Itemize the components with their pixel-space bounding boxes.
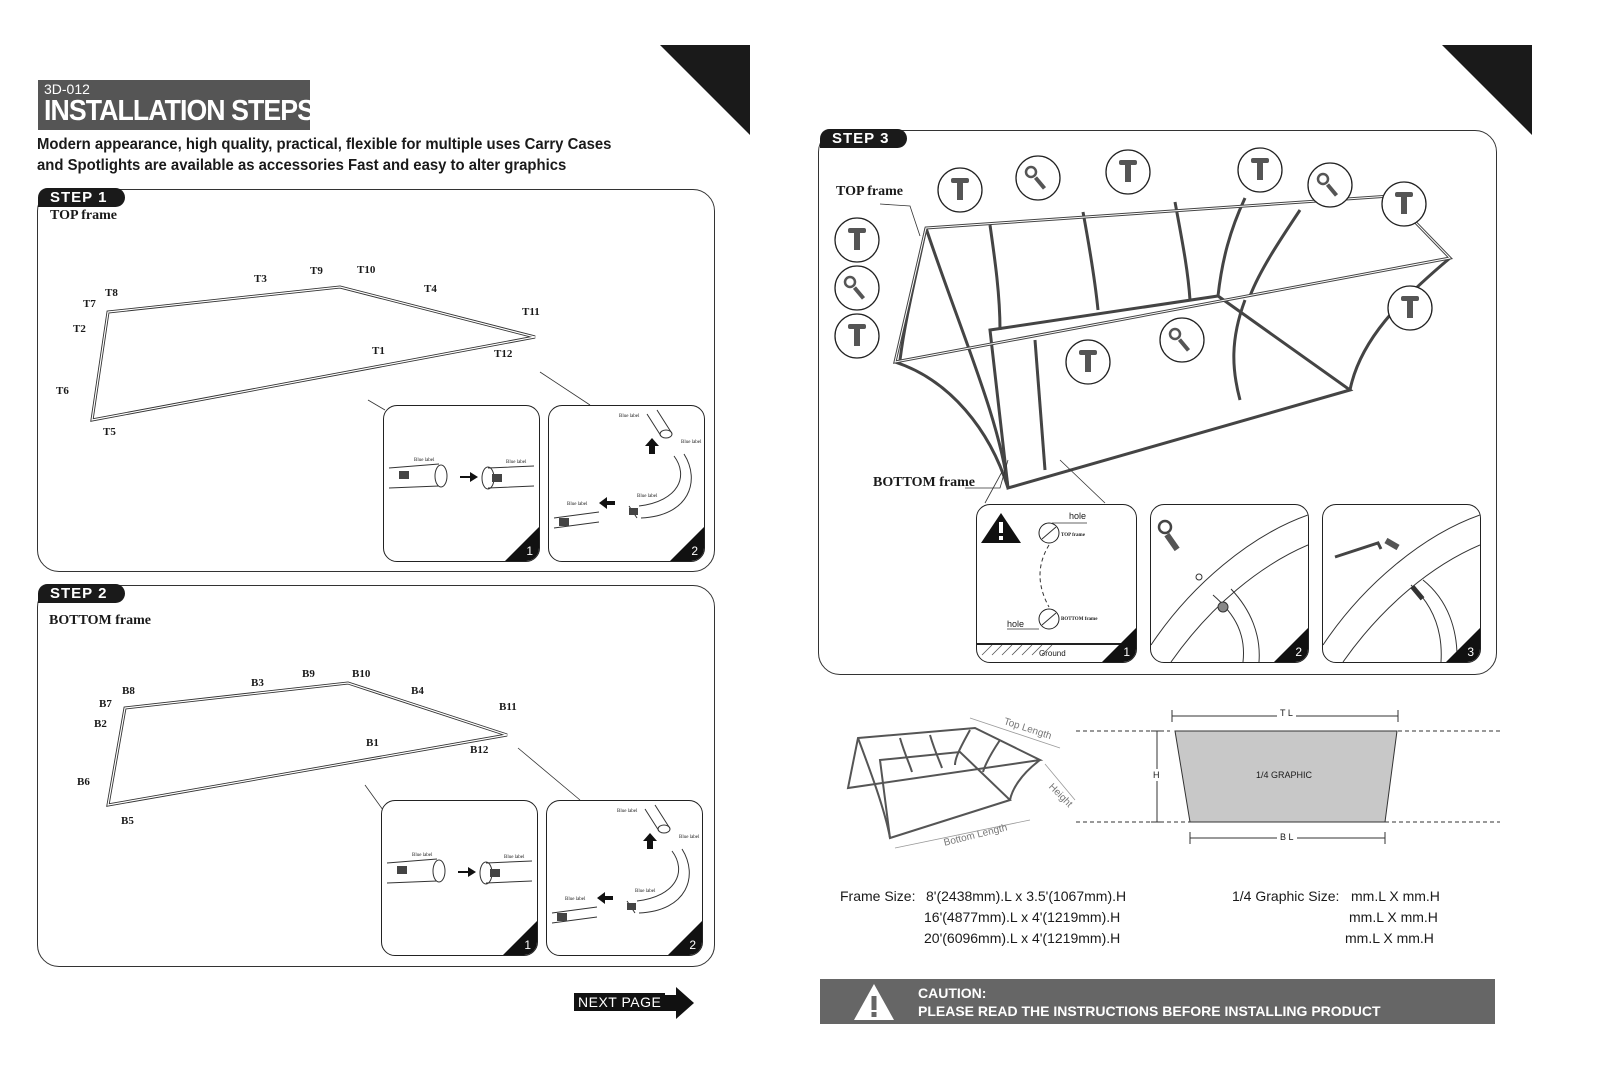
detail-number: 3 [1467, 645, 1474, 659]
step1-tag: STEP 1 [38, 188, 126, 207]
blue-label-text: Blue label [637, 494, 658, 499]
step3-bottom-label: BOTTOM frame [873, 475, 976, 490]
h-label: H [1153, 769, 1160, 781]
step2-tag: STEP 2 [38, 584, 126, 603]
description-line-2: and Spotlights are available as accessor… [37, 157, 567, 174]
hole-label-top: hole [1069, 511, 1087, 521]
blue-label-text: Blue label [619, 414, 640, 419]
part-label-t7: T7 [83, 298, 96, 310]
detail-number-badge [503, 921, 537, 955]
next-page-label: NEXT PAGE [574, 993, 666, 1011]
part-label-t8: T8 [105, 287, 118, 299]
detail-number-badge [1274, 628, 1308, 662]
step1-detail-2: Blue label Blue label Blue label Blue la… [548, 405, 705, 562]
graphic-size-row: mm.L X mm.H [1351, 888, 1440, 904]
graphic-label: 1/4 GRAPHIC [1256, 770, 1313, 780]
part-label-b2: B2 [94, 718, 107, 730]
part-label-t12: T12 [494, 348, 513, 360]
bl-label: B L [1277, 832, 1297, 842]
part-label-t5: T5 [103, 426, 116, 438]
part-label-b7: B7 [99, 698, 112, 710]
part-label-b12: B12 [470, 744, 489, 756]
frame-size-row: 20'(6096mm).L x 4'(1219mm).H [924, 930, 1121, 946]
ground-label: Ground [1039, 649, 1066, 658]
part-label-b3: B3 [251, 677, 264, 689]
frame-size-row: 16'(4877mm).L x 4'(1219mm).H [924, 909, 1121, 925]
detail-number: 1 [1123, 645, 1130, 659]
part-label-t3: T3 [254, 273, 267, 285]
caution-title: CAUTION: [918, 985, 987, 1001]
detail-number-badge [1102, 628, 1136, 662]
next-page-button[interactable]: NEXT PAGE [572, 987, 700, 1019]
frame-dimension-drawing [846, 710, 1500, 849]
blue-label-text: Blue label [567, 502, 588, 507]
graphic-size-label: 1/4 Graphic Size: [1232, 888, 1340, 904]
hole-label-bottom: hole [1007, 619, 1025, 629]
blue-label-text: Blue label [565, 897, 586, 902]
detail-number: 1 [526, 544, 533, 558]
part-label-t6: T6 [56, 385, 69, 397]
part-label-b9: B9 [302, 668, 315, 680]
part-label-b6: B6 [77, 776, 90, 788]
detail-number-badge [668, 921, 702, 955]
step3-tag: STEP 3 [820, 129, 908, 148]
frame-size-label: Frame Size: [840, 888, 916, 904]
header-banner [38, 80, 310, 130]
part-label-t4: T4 [424, 283, 437, 295]
part-label-t2: T2 [73, 323, 86, 335]
step2-detail-2: Blue label Blue label Blue label Blue la… [546, 800, 703, 956]
step2-detail-1: Blue label Blue label 1 [381, 800, 538, 956]
part-label-b8: B8 [122, 685, 135, 697]
step3-detail-1: hole TOP frame hole BOTTOM frame Ground … [976, 504, 1137, 663]
arrow-right-icon [664, 987, 694, 1019]
blue-label-text: Blue label [412, 853, 433, 858]
page-title: INSTALLATION STEPS [44, 95, 315, 127]
part-label-b4: B4 [411, 685, 424, 697]
part-label-t1: T1 [372, 345, 385, 357]
detail-number-badge [1446, 628, 1480, 662]
blue-label-text: Blue label [681, 440, 702, 445]
warning-icon [854, 984, 894, 1020]
step3-detail-3: 3 [1322, 504, 1481, 663]
detail-number: 2 [689, 938, 696, 952]
caution-text: PLEASE READ THE INSTRUCTIONS BEFORE INST… [918, 1003, 1381, 1019]
detail-number: 2 [1295, 645, 1302, 659]
booth-frame-drawing [834, 147, 1454, 504]
bottom-frame-small-label: BOTTOM frame [1061, 617, 1098, 622]
part-label-b10: B10 [352, 668, 371, 680]
blue-label-text: Blue label [635, 889, 656, 894]
part-label-t11: T11 [522, 306, 540, 318]
top-frame-small-label: TOP frame [1061, 533, 1085, 538]
detail-number-badge [670, 527, 704, 561]
part-label-b5: B5 [121, 815, 134, 827]
top-frame-drawing [90, 285, 591, 422]
bottom-frame-drawing [106, 681, 581, 811]
blue-label-text: Blue label [679, 835, 700, 840]
tl-label: T L [1277, 708, 1296, 718]
detail-number: 1 [524, 938, 531, 952]
detail-number: 2 [691, 544, 698, 558]
blue-label-text: Blue label [414, 458, 435, 463]
step3-detail-2: 2 [1150, 504, 1309, 663]
step3-top-label: TOP frame [836, 184, 904, 199]
product-code: 3D-012 [44, 81, 90, 97]
blue-label-text: Blue label [504, 855, 525, 860]
graphic-size-row: mm.L X mm.H [1349, 909, 1438, 925]
part-label-b11: B11 [499, 701, 517, 713]
graphic-size-row: mm.L X mm.H [1345, 930, 1434, 946]
detail-number-badge [505, 527, 539, 561]
step1-detail-1: Blue label Blue label 1 [383, 405, 540, 562]
blue-label-text: Blue label [617, 809, 638, 814]
description-line-1: Modern appearance, high quality, practic… [37, 136, 612, 153]
part-label-t9: T9 [310, 265, 323, 277]
part-label-t10: T10 [357, 264, 376, 276]
part-label-b1: B1 [366, 737, 379, 749]
step1-frame-label: TOP frame [50, 208, 118, 223]
caution-bar: CAUTION: PLEASE READ THE INSTRUCTIONS BE… [820, 979, 1495, 1024]
frame-size-row: 8'(2438mm).L x 3.5'(1067mm).H [926, 888, 1127, 904]
step2-frame-label: BOTTOM frame [49, 613, 152, 628]
blue-label-text: Blue label [506, 460, 527, 465]
